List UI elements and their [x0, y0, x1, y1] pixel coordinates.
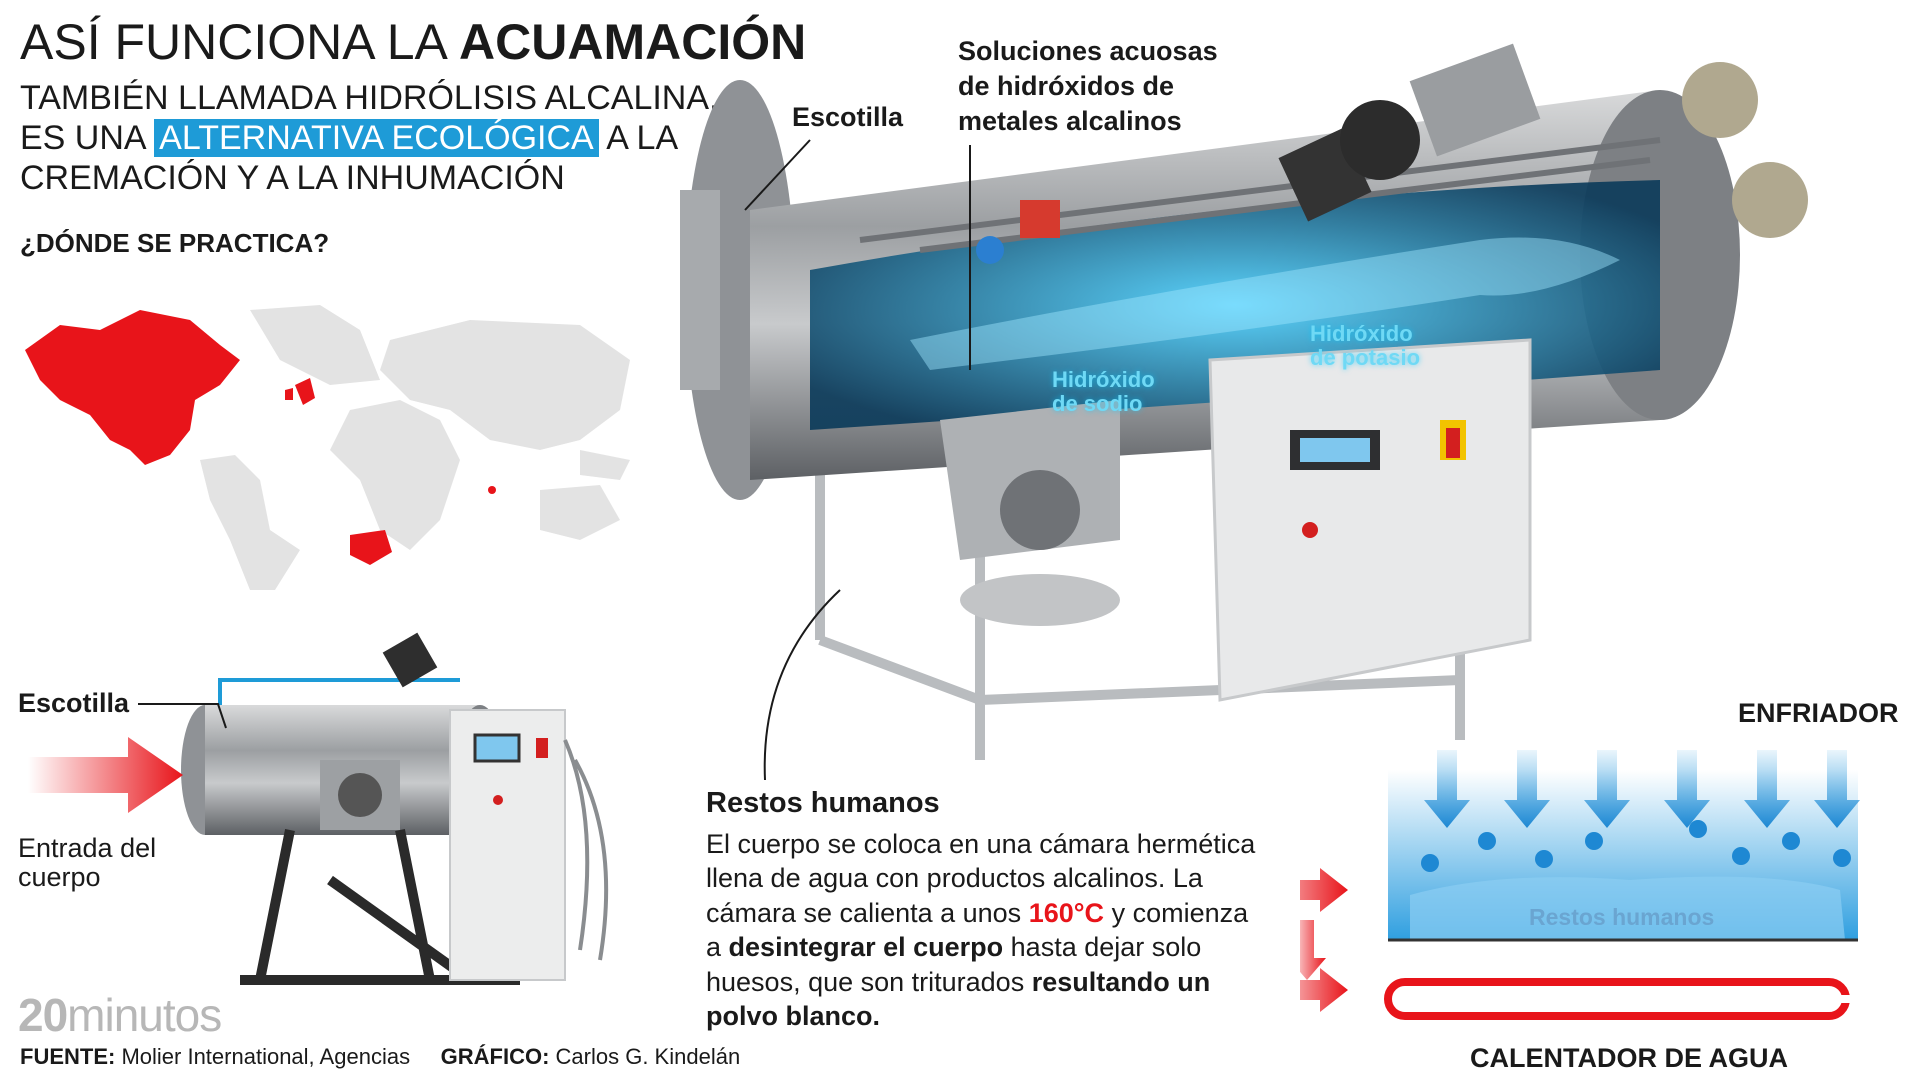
subtitle-line3: CREMACIÓN Y A LA INHUMACIÓN	[20, 159, 565, 197]
potassium-label-line2: de potasio	[1310, 345, 1421, 370]
footer-credits: FUENTE: Molier International, Agencias G…	[20, 1044, 740, 1070]
title-light: ASÍ FUNCIONA LA	[20, 14, 446, 70]
subtitle: TAMBIÉN LLAMADA HIDRÓLISIS ALCALINA, ES …	[20, 78, 718, 198]
solutions-line2: de hidróxidos de	[958, 71, 1175, 101]
sodium-label-line1: Hidróxido	[1052, 367, 1155, 392]
world-map	[25, 305, 630, 590]
australia-shape	[540, 485, 620, 540]
page-title: ASÍ FUNCIONA LA ACUAMACIÓN	[20, 14, 806, 70]
sodium-label-line2: de sodio	[1052, 391, 1143, 416]
description-p2: y comienza a	[706, 897, 1249, 963]
map-heading: ¿DÓNDE SE PRACTICA?	[20, 228, 330, 258]
pump-motor	[1340, 100, 1420, 180]
process-diagram	[1300, 750, 1860, 1020]
brand-logo-number: 20	[18, 989, 68, 1041]
description-strong1: desintegrar el cuerpo	[728, 932, 1004, 962]
eurasia-shape	[380, 320, 630, 450]
uk-shape	[295, 378, 315, 405]
solutions-leader	[969, 145, 971, 370]
control-panel	[1208, 338, 1532, 702]
graphic-value: Carlos G. Kindelán	[555, 1044, 741, 1069]
brand-logo: 20minutos	[18, 988, 222, 1042]
escotilla-top-leader	[744, 139, 811, 211]
large-machine-illustration	[680, 43, 1808, 760]
escotilla-top-label: Escotilla	[792, 102, 904, 132]
source-value: Molier International, Agencias	[121, 1044, 411, 1069]
solutions-line1: Soluciones acuosas	[958, 36, 1218, 66]
subtitle-line2: ES UNA ALTERNATIVA ECOLÓGICA A LA	[20, 118, 718, 158]
solutions-label: Soluciones acuosas de hidróxidos de meta…	[958, 34, 1218, 139]
description-temperature: 160°C	[1028, 897, 1105, 928]
south-america-shape	[200, 455, 300, 590]
subtitle-line1: TAMBIÉN LLAMADA HIDRÓLISIS ALCALINA,	[20, 79, 719, 117]
description-heading: Restos humanos	[706, 787, 940, 819]
description-p3: hasta dejar solo huesos, que son tritura…	[706, 932, 1202, 997]
greenland-shape	[250, 305, 380, 385]
small-machine-illustration	[181, 632, 609, 985]
brand-logo-word: minutos	[67, 989, 222, 1041]
body-silhouette	[910, 237, 1620, 370]
subtitle-pre: ES UNA	[20, 119, 145, 157]
potassium-label-line1: Hidróxido	[1310, 321, 1413, 346]
solutions-line3: metales alcalinos	[958, 106, 1182, 136]
indonesia-shape	[580, 450, 630, 480]
mauritius-shape	[488, 486, 496, 494]
remains-leader	[763, 589, 841, 781]
entry-label-line1: Entrada del	[18, 833, 157, 863]
ireland-shape	[285, 388, 293, 400]
description-strong2: resultando un polvo blanco.	[706, 966, 1211, 1032]
heater-label: CALENTADOR DE AGUA	[1470, 1043, 1788, 1073]
remains-description: Restos humanos El cuerpo se coloca en un…	[706, 786, 1266, 1034]
subtitle-highlight: ALTERNATIVA ECOLÓGICA	[154, 119, 599, 157]
entry-arrow	[28, 737, 183, 813]
description-p1: El cuerpo se coloca en una cámara hermét…	[706, 828, 1256, 928]
entry-label: Entrada del cuerpo	[18, 834, 156, 892]
remains-in-tank-label: Restos humanos	[1529, 904, 1715, 930]
source-label: FUENTE:	[20, 1044, 116, 1069]
subtitle-post: A LA	[606, 119, 679, 157]
escotilla-small-leader	[138, 703, 227, 729]
entry-label-line2: cuerpo	[18, 862, 101, 892]
south-africa-shape	[350, 530, 392, 565]
escotilla-small-label: Escotilla	[18, 688, 130, 718]
africa-shape	[330, 400, 460, 550]
graphic-label: GRÁFICO:	[440, 1044, 550, 1069]
sodium-label: Hidróxido de sodio	[1052, 368, 1155, 416]
title-bold: ACUAMACIÓN	[459, 14, 807, 70]
potassium-label: Hidróxido de potasio	[1310, 322, 1420, 370]
cooler-label: ENFRIADOR	[1738, 698, 1899, 728]
north-america-shape	[25, 310, 240, 465]
